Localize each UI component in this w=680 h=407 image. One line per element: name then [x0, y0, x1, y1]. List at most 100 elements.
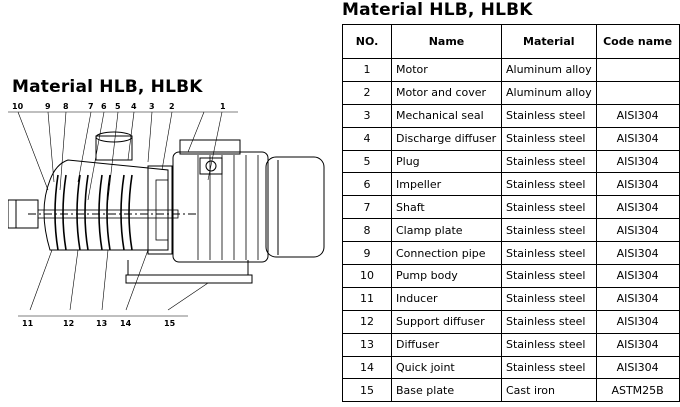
header-code: Code name [595, 24, 680, 59]
motor-housing [172, 151, 269, 263]
cell-name: Inducer [391, 286, 502, 311]
header-name: Name [391, 24, 502, 59]
drawing-label-7: 7 [88, 102, 94, 111]
cell-code: AISI304 [595, 309, 680, 334]
drawing-label-2: 2 [169, 102, 175, 111]
cell-name: Motor [391, 58, 502, 82]
cell-code: AISI304 [595, 264, 680, 288]
fan-cover [265, 156, 325, 258]
cell-code: AISI304 [595, 172, 680, 197]
cell-name: Pump body [391, 264, 502, 288]
cell-name: Shaft [391, 195, 502, 220]
cell-no: 13 [342, 332, 392, 357]
cell-name: Support diffuser [391, 309, 502, 334]
header-material: Material [501, 24, 597, 59]
cell-name: Clamp plate [391, 218, 502, 243]
cell-name: Discharge diffuser [391, 126, 502, 151]
cell-material: Stainless steel [501, 309, 597, 334]
motor-fins [197, 155, 259, 260]
cell-code: AISI304 [595, 195, 680, 220]
cell-no: 11 [342, 286, 392, 311]
cell-code: AISI304 [595, 332, 680, 357]
pump-body [43, 159, 169, 251]
impeller-stages [54, 174, 133, 251]
cell-no: 3 [342, 103, 392, 128]
cell-no: 5 [342, 149, 392, 174]
cell-no: 4 [342, 126, 392, 151]
cell-code: ASTM25B [595, 378, 680, 403]
cell-no: 6 [342, 172, 392, 197]
header-no: NO. [342, 24, 392, 59]
cell-material: Aluminum alloy [501, 58, 597, 82]
drawing-label-14: 14 [120, 319, 132, 328]
table-title: Material HLB, HLBK [342, 0, 533, 20]
cell-no: 9 [342, 241, 392, 266]
drawing-label-15: 15 [164, 319, 176, 328]
cell-code [595, 80, 680, 105]
cell-no: 10 [342, 264, 392, 288]
cell-no: 2 [342, 80, 392, 105]
terminal-box [179, 139, 241, 155]
drawing-label-5: 5 [115, 102, 121, 111]
drawing-label-11: 11 [22, 319, 34, 328]
table-header-row: NO. Name Material Code name [342, 24, 680, 59]
cell-material: Stainless steel [501, 332, 597, 357]
cell-no: 1 [342, 58, 392, 82]
cell-name: Mechanical seal [391, 103, 502, 128]
cell-no: 8 [342, 218, 392, 243]
drawing-label-8: 8 [63, 102, 69, 111]
cell-code: AISI304 [595, 286, 680, 311]
cell-material: Stainless steel [501, 149, 597, 174]
cell-name: Impeller [391, 172, 502, 197]
cell-material: Stainless steel [501, 172, 597, 197]
cell-code: AISI304 [595, 355, 680, 380]
cell-code: AISI304 [595, 241, 680, 266]
drawing-label-4: 4 [131, 102, 137, 111]
cell-material: Stainless steel [501, 241, 597, 266]
drawing-label-12: 12 [63, 319, 74, 328]
drawing-label-9: 9 [45, 102, 51, 111]
cell-material: Stainless steel [501, 103, 597, 128]
cell-code: AISI304 [595, 218, 680, 243]
cell-material: Stainless steel [501, 355, 597, 380]
cell-material: Stainless steel [501, 286, 597, 311]
cell-material: Stainless steel [501, 126, 597, 151]
cell-name: Quick joint [391, 355, 502, 380]
drawing-label-1: 1 [220, 102, 226, 111]
cell-name: Plug [391, 149, 502, 174]
pump-cross-section-drawing: 10 9 8 7 6 5 4 3 2 1 11 12 13 14 15 [8, 102, 325, 328]
cell-name: Motor and cover [391, 80, 502, 105]
drawing-label-3: 3 [149, 102, 155, 111]
drawing-title: Material HLB, HLBK [12, 77, 203, 97]
cell-material: Stainless steel [501, 264, 597, 288]
cell-code: AISI304 [595, 126, 680, 151]
cell-no: 14 [342, 355, 392, 380]
cell-code: AISI304 [595, 103, 680, 128]
cell-material: Stainless steel [501, 195, 597, 220]
cell-name: Diffuser [391, 332, 502, 357]
cell-no: 7 [342, 195, 392, 220]
cell-code [595, 58, 680, 82]
cell-name: Connection pipe [391, 241, 502, 266]
cell-material: Aluminum alloy [501, 80, 597, 105]
cell-no: 12 [342, 309, 392, 334]
cell-code: AISI304 [595, 149, 680, 174]
cell-material: Stainless steel [501, 218, 597, 243]
drawing-label-6: 6 [101, 102, 107, 111]
cell-material: Cast iron [501, 378, 597, 403]
drawing-label-13: 13 [96, 319, 107, 328]
